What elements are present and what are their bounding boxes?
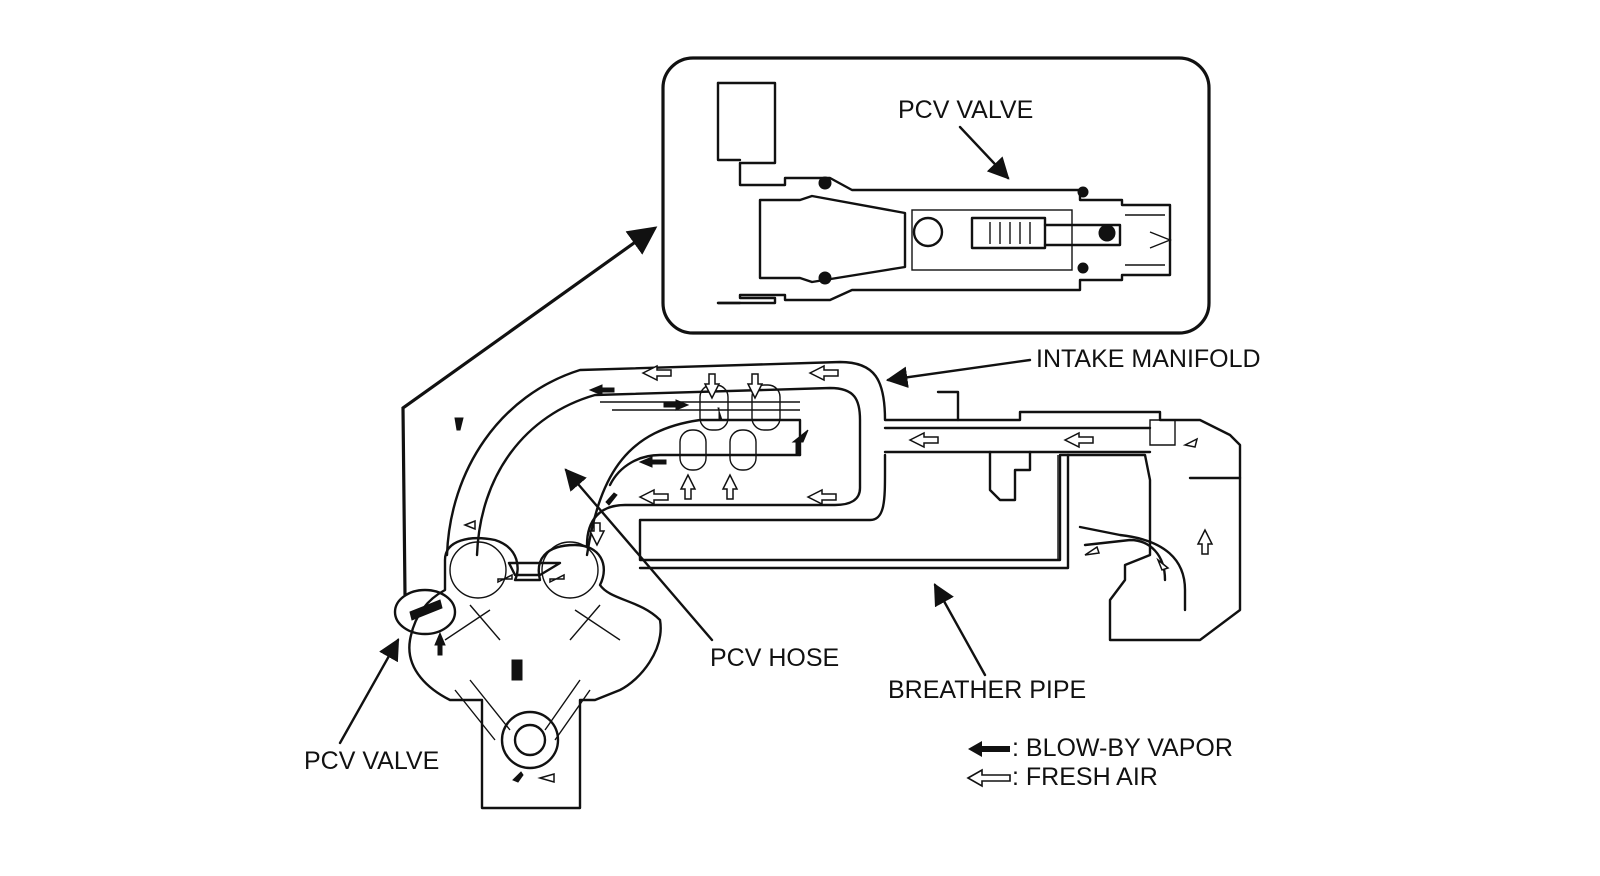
engine-block: [393, 537, 662, 810]
pcv-valve-inset: [661, 56, 1211, 335]
pcv-valve-to-inset-leader: [401, 226, 658, 596]
intake-manifold-leader: [885, 358, 1032, 388]
pcv-valve-leader: [338, 638, 400, 745]
pcv-hose-leader: [564, 468, 714, 642]
pcv-hose-label: PCV HOSE: [710, 644, 840, 672]
legend-item-blow-by: : BLOW-BY VAPOR: [966, 734, 1233, 763]
legend-label-blow-by: : BLOW-BY VAPOR: [1012, 734, 1233, 762]
breather-pipe-label: BREATHER PIPE: [888, 676, 1087, 704]
pcv-valve-cross-section: [716, 81, 1172, 305]
pcv-valve-label: PCV VALVE: [304, 747, 440, 775]
breather-pipe-leader: [933, 583, 987, 677]
solid-arrow-icon: [968, 740, 1010, 757]
pcv-valve-callout-circle: [393, 588, 457, 636]
inset-pcv-valve-leader: [958, 125, 1010, 180]
inset-pcv-valve-label: PCV VALVE: [898, 96, 1034, 124]
intake-manifold-label: INTAKE MANIFOLD: [1036, 345, 1261, 373]
intake-manifold: [445, 360, 1242, 642]
legend-label-fresh-air: : FRESH AIR: [1012, 763, 1158, 791]
hollow-arrow-icon: [966, 768, 1011, 787]
legend-item-fresh-air: : FRESH AIR: [966, 763, 1158, 792]
blow-by-vapor-arrows: [434, 384, 809, 783]
fresh-air-arrows: [462, 364, 1214, 783]
